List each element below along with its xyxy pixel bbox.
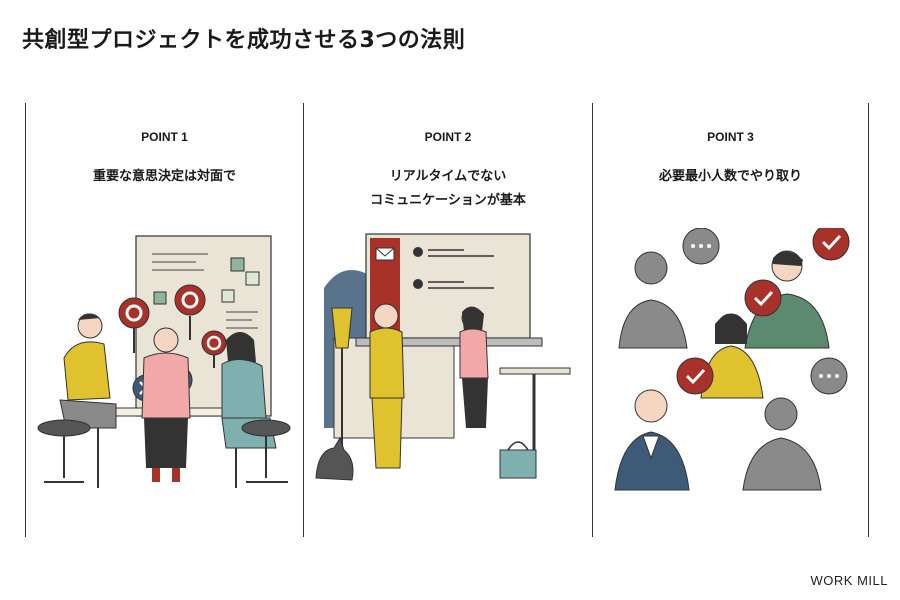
point-2-text: リアルタイムでない コミュニケーションが基本 [304,165,592,213]
point-1-label: POINT 1 [141,130,188,144]
point-1-text: 重要な意思決定は対面で [92,169,236,184]
point-2-column: POINT 2 リアルタイムでない コミュニケーションが基本 [304,103,592,537]
column-divider [25,103,26,537]
mail-icon [375,247,395,261]
ellipsis-speech-bubble-icon [810,357,848,395]
check-speech-bubble-icon [744,279,782,317]
column-divider [868,103,869,537]
check-speech-bubble-icon [676,357,714,395]
avatar-icon [413,247,423,257]
column-divider [303,103,304,537]
circle-paddle-icon [174,284,206,340]
point-2-label: POINT 2 [424,130,472,144]
point-3-column: POINT 3 必要最小人数でやり取り [593,103,868,537]
minimum-members-illustration [614,228,850,491]
point-3-label: POINT 3 [707,130,754,144]
face-to-face-meeting-illustration [37,235,291,488]
check-speech-bubble-icon [812,228,850,261]
avatar-icon [413,279,423,289]
brand-logo: WORK MILL [810,573,888,588]
page-title: 共創型プロジェクトを成功させる3つの法則 [22,28,466,53]
point-2-text-line-2: コミュニケーションが基本 [370,193,526,208]
point-3-text: 必要最小人数でやり取り [658,169,802,184]
column-divider [592,103,593,537]
circle-paddle-icon [118,297,150,353]
ellipsis-speech-bubble-icon [682,228,720,265]
point-2-text-line-1: リアルタイムでない [389,169,507,184]
circle-paddle-icon [201,330,227,368]
point-1-column: POINT 1 重要な意思決定は対面で [26,103,303,537]
async-communication-illustration [315,233,571,481]
